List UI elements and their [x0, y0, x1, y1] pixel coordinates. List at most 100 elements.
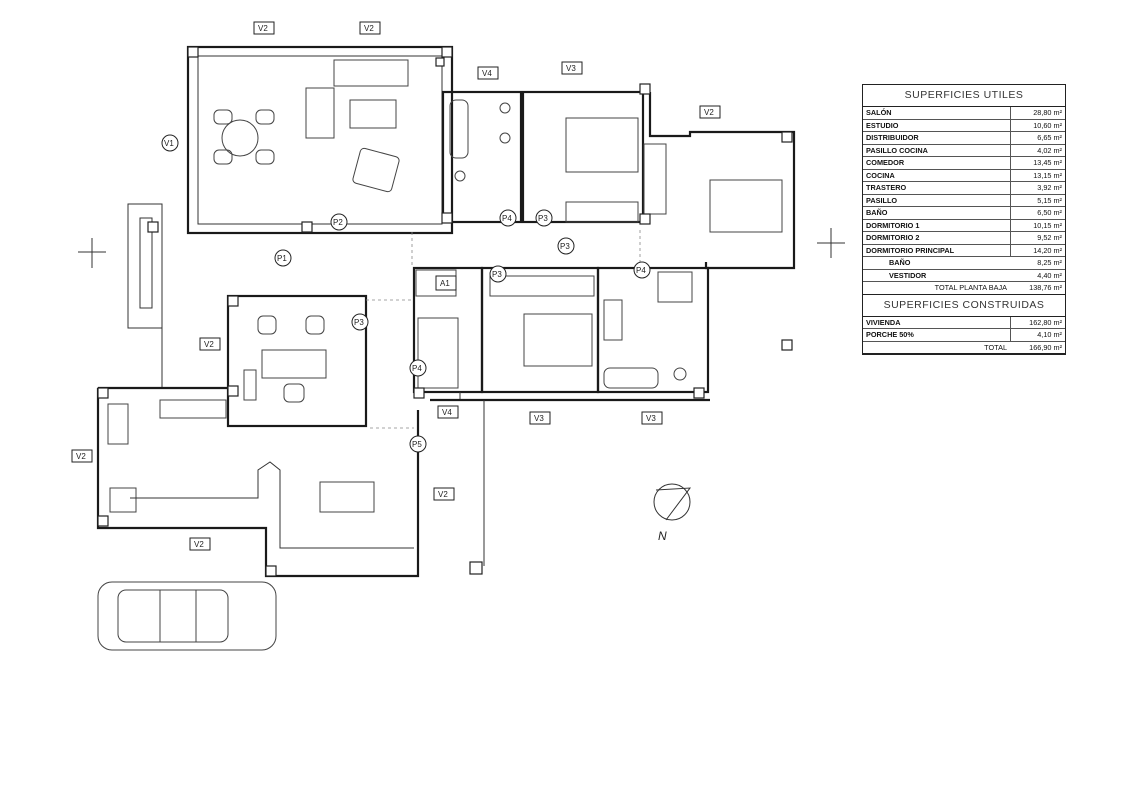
area-value: 14,20 m² — [1033, 245, 1062, 255]
svg-text:P3: P3 — [354, 318, 364, 327]
svg-text:V2: V2 — [258, 24, 268, 33]
area-row: PASILLO COCINA 4,02 m² — [863, 144, 1065, 157]
svg-text:V2: V2 — [194, 540, 204, 549]
area-value: 4,10 m² — [1037, 330, 1062, 339]
area-row: DISTRIBUIDOR 6,65 m² — [863, 132, 1065, 145]
bathroom-centre — [596, 266, 710, 394]
svg-text:P4: P4 — [636, 266, 646, 275]
area-row: VESTIDOR 4,40 m² — [863, 270, 1065, 282]
area-row: PORCHE 50% 4,10 m² — [863, 329, 1065, 342]
area-row: DORMITORIO PRINCIPAL 14,20 m² — [863, 244, 1065, 257]
area-name: DORMITORIO PRINCIPAL — [863, 244, 1011, 256]
area-name: DORMITORIO 2 — [863, 232, 1011, 244]
built-total-label: TOTAL — [984, 342, 1007, 352]
svg-text:P5: P5 — [412, 440, 422, 449]
window-tag-v2-study: V2 — [199, 337, 221, 351]
door-tag-p4-storage: P4 — [409, 359, 427, 377]
area-name: PASILLO — [863, 194, 1011, 206]
area-name: PASILLO COCINA — [863, 144, 1011, 156]
useful-total-value: 138,76 m² — [1029, 283, 1062, 292]
bedroom-top — [521, 90, 645, 224]
study-room — [226, 294, 368, 428]
door-tag-p3-study: P3 — [351, 313, 369, 331]
useful-areas-title: SUPERFICIES UTILES — [863, 85, 1065, 107]
car-drawing — [97, 581, 277, 651]
area-name: BAÑO — [863, 207, 1011, 219]
window-tag-v3-bedroom: V3 — [529, 411, 551, 425]
window-tag-v4-storage: V4 — [437, 405, 459, 419]
svg-text:P3: P3 — [538, 214, 548, 223]
area-name: COCINA — [863, 169, 1011, 181]
svg-text:P2: P2 — [333, 218, 343, 227]
window-tag-v4-bath: V4 — [477, 66, 499, 80]
window-tag-v3-top: V3 — [561, 61, 583, 75]
svg-text:V2: V2 — [704, 108, 714, 117]
svg-text:V1: V1 — [164, 139, 174, 148]
bathroom-top — [441, 90, 523, 224]
door-tag-p5: P5 — [409, 435, 427, 453]
area-row: BAÑO 8,25 m² — [863, 257, 1065, 270]
bedroom-centre — [480, 266, 600, 394]
svg-text:P3: P3 — [560, 242, 570, 251]
area-value: 8,25 m² — [1037, 258, 1062, 267]
area-value: 4,02 m² — [1037, 145, 1062, 155]
window-tag-v2-salon-2: V2 — [359, 21, 381, 35]
window-tag-v2-kitchen-bottom: V2 — [189, 537, 211, 551]
area-row: DORMITORIO 1 10,15 m² — [863, 219, 1065, 232]
svg-text:V2: V2 — [204, 340, 214, 349]
area-name: DISTRIBUIDOR — [863, 132, 1011, 144]
door-tag-p2: P2 — [330, 213, 348, 231]
svg-text:P1: P1 — [277, 254, 287, 263]
area-name: BAÑO — [889, 258, 911, 267]
registration-mark-right — [817, 228, 845, 258]
svg-text:V2: V2 — [364, 24, 374, 33]
registration-mark-left — [78, 238, 106, 268]
area-name: VESTIDOR — [889, 270, 927, 280]
north-arrow: N — [653, 483, 692, 543]
kitchen-dining — [96, 386, 420, 578]
svg-text:V3: V3 — [646, 414, 656, 423]
svg-text:P4: P4 — [502, 214, 512, 223]
area-name: PORCHE 50% — [863, 329, 1011, 341]
door-tag-p3-hall: P3 — [557, 237, 575, 255]
door-tag-p3-top: P3 — [535, 209, 553, 227]
porch-left — [127, 203, 163, 388]
svg-text:V3: V3 — [566, 64, 576, 73]
area-value: 5,15 m² — [1037, 195, 1062, 205]
built-areas-total-row: TOTAL 166,90 m² — [863, 342, 1065, 354]
salon-room — [186, 45, 454, 235]
area-value: 10,15 m² — [1033, 220, 1062, 230]
built-total-value: 166,90 m² — [1029, 342, 1062, 352]
area-row: SALÓN 28,80 m² — [863, 107, 1065, 120]
area-value: 4,40 m² — [1037, 270, 1062, 280]
storage-room — [412, 266, 710, 402]
area-value: 13,45 m² — [1033, 158, 1062, 167]
window-tag-v2-salon-1: V2 — [253, 21, 275, 35]
area-name: COMEDOR — [863, 157, 1011, 169]
area-value: 28,80 m² — [1033, 108, 1062, 117]
window-tag-v1: V1 — [161, 134, 179, 152]
window-tag-v2-master: V2 — [699, 105, 721, 119]
built-areas-title: SUPERFICIES CONSTRUIDAS — [863, 295, 1065, 317]
area-name: SALÓN — [863, 107, 1011, 119]
area-value: 3,92 m² — [1037, 183, 1062, 192]
door-tag-p1: P1 — [274, 249, 292, 267]
area-value: 6,65 m² — [1037, 133, 1062, 142]
area-row: COMEDOR 13,45 m² — [863, 157, 1065, 170]
useful-areas-total-row: TOTAL PLANTA BAJA 138,76 m² — [863, 282, 1065, 295]
area-value: 10,60 m² — [1033, 120, 1062, 130]
useful-total-label: TOTAL PLANTA BAJA — [934, 283, 1007, 292]
window-tag-v3-bath: V3 — [641, 411, 663, 425]
north-label: N — [658, 529, 667, 543]
svg-text:A1: A1 — [440, 279, 450, 288]
area-name: DORMITORIO 1 — [863, 219, 1011, 231]
